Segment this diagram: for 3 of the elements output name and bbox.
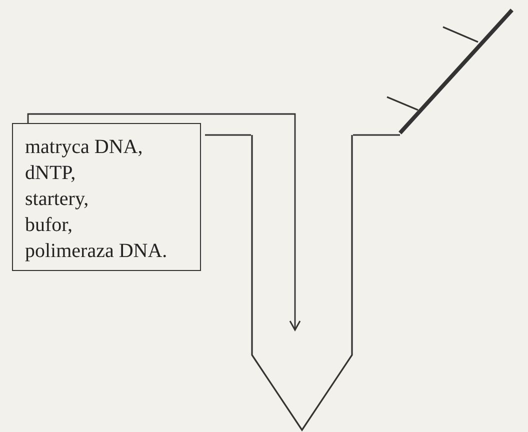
ingredients-box: matryca DNA, dNTP, startery, bufor, polimeraza DNA. [12,123,201,271]
test-tube-drawing [250,134,354,432]
arrow [27,113,301,331]
